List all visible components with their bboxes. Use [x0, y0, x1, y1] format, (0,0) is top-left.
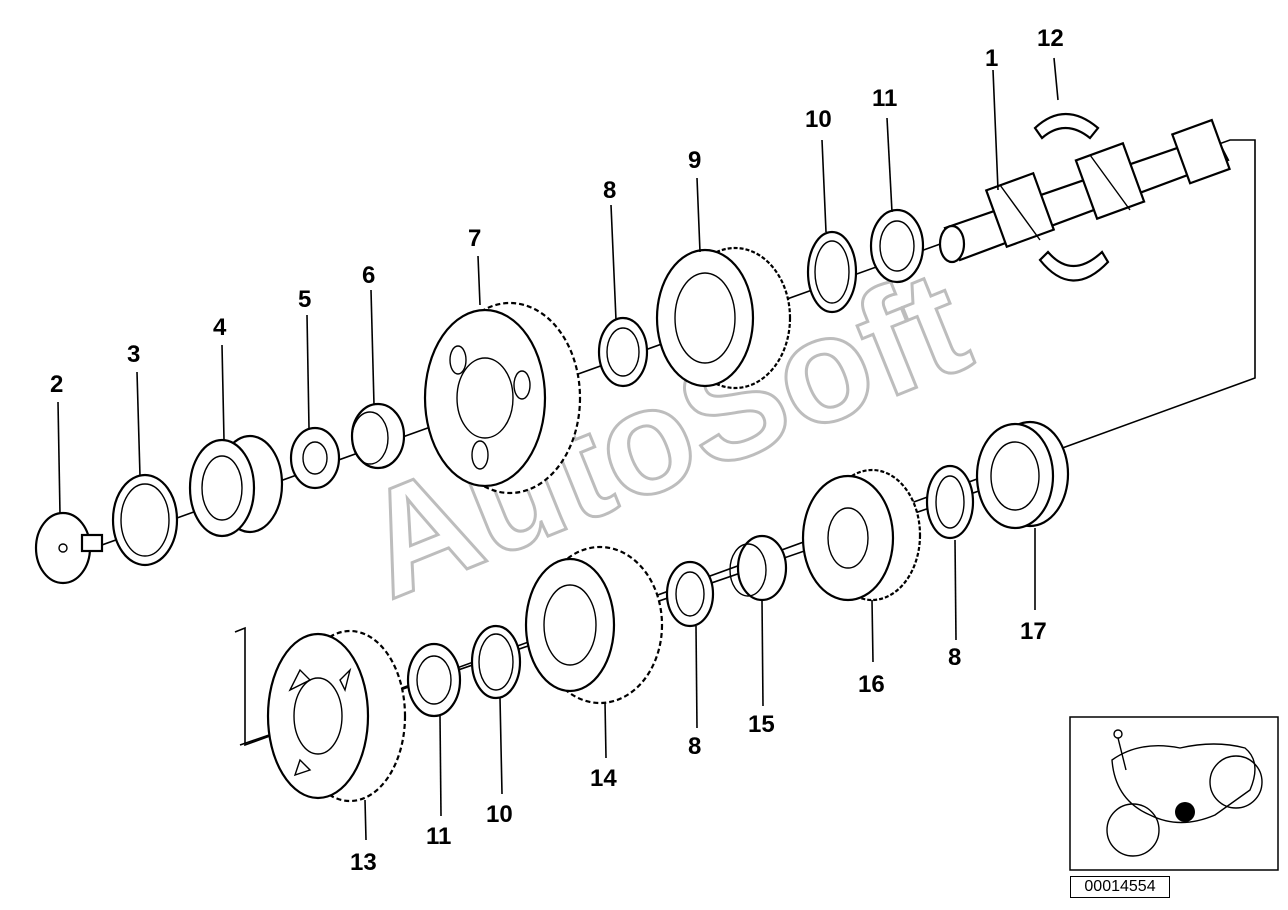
part-2-cap — [34, 511, 104, 585]
callout-10-lower: 10 — [486, 801, 513, 828]
callout-9: 9 — [688, 147, 701, 174]
part-4-ball-bearing — [188, 434, 284, 538]
callout-8-upper: 8 — [603, 177, 616, 204]
callout-16: 16 — [858, 671, 885, 698]
part-8-washer-middle — [665, 560, 715, 628]
part-3-shim-ring — [111, 473, 179, 567]
part-8-washer-right — [925, 464, 975, 540]
part-1-shaft — [938, 118, 1231, 264]
part-10-circlip-lower — [470, 624, 522, 700]
part-9-gear-hub — [655, 246, 792, 390]
callout-15: 15 — [748, 711, 775, 738]
location-marker — [1175, 802, 1195, 822]
part-13-large-gear — [266, 629, 407, 803]
motorcycle-icon — [1106, 729, 1263, 857]
callout-4: 4 — [213, 314, 227, 341]
part-5-spacer — [289, 426, 341, 490]
callout-3: 3 — [127, 341, 140, 368]
callout-11-lower: 11 — [426, 823, 451, 850]
callout-14: 14 — [590, 765, 617, 792]
callout-2: 2 — [50, 371, 63, 398]
upper-axis-frame — [59, 139, 1256, 747]
callout-1: 1 — [985, 45, 998, 72]
callout-8-middle: 8 — [688, 733, 701, 760]
leader-lines — [57, 57, 1059, 841]
part-6-sleeve — [350, 402, 406, 470]
part-11-lock-washer-lower — [406, 642, 462, 718]
callout-17: 17 — [1020, 618, 1047, 645]
callout-8-right: 8 — [948, 644, 961, 671]
part-12-needle-bearing — [1033, 113, 1110, 282]
part-17-ball-bearing — [975, 420, 1070, 530]
callout-13: 13 — [350, 849, 377, 876]
callout-10-upper: 10 — [805, 106, 832, 133]
callout-11-upper: 11 — [872, 85, 897, 112]
document-number-label: 00014554 — [1070, 876, 1170, 898]
callout-5: 5 — [298, 286, 311, 313]
callout-12: 12 — [1037, 25, 1064, 52]
part-15-sleeve — [729, 534, 788, 602]
part-8-washer-upper — [597, 316, 649, 388]
part-10-circlip-upper — [806, 230, 858, 314]
part-16-gear — [801, 468, 922, 602]
part-7-large-gear — [423, 301, 582, 495]
part-11-lock-washer-upper — [869, 208, 925, 284]
part-14-gear-hub — [524, 545, 664, 705]
callout-6: 6 — [362, 262, 375, 289]
callout-7: 7 — [468, 225, 481, 252]
motorcycle-locator-thumbnail — [1069, 716, 1279, 871]
